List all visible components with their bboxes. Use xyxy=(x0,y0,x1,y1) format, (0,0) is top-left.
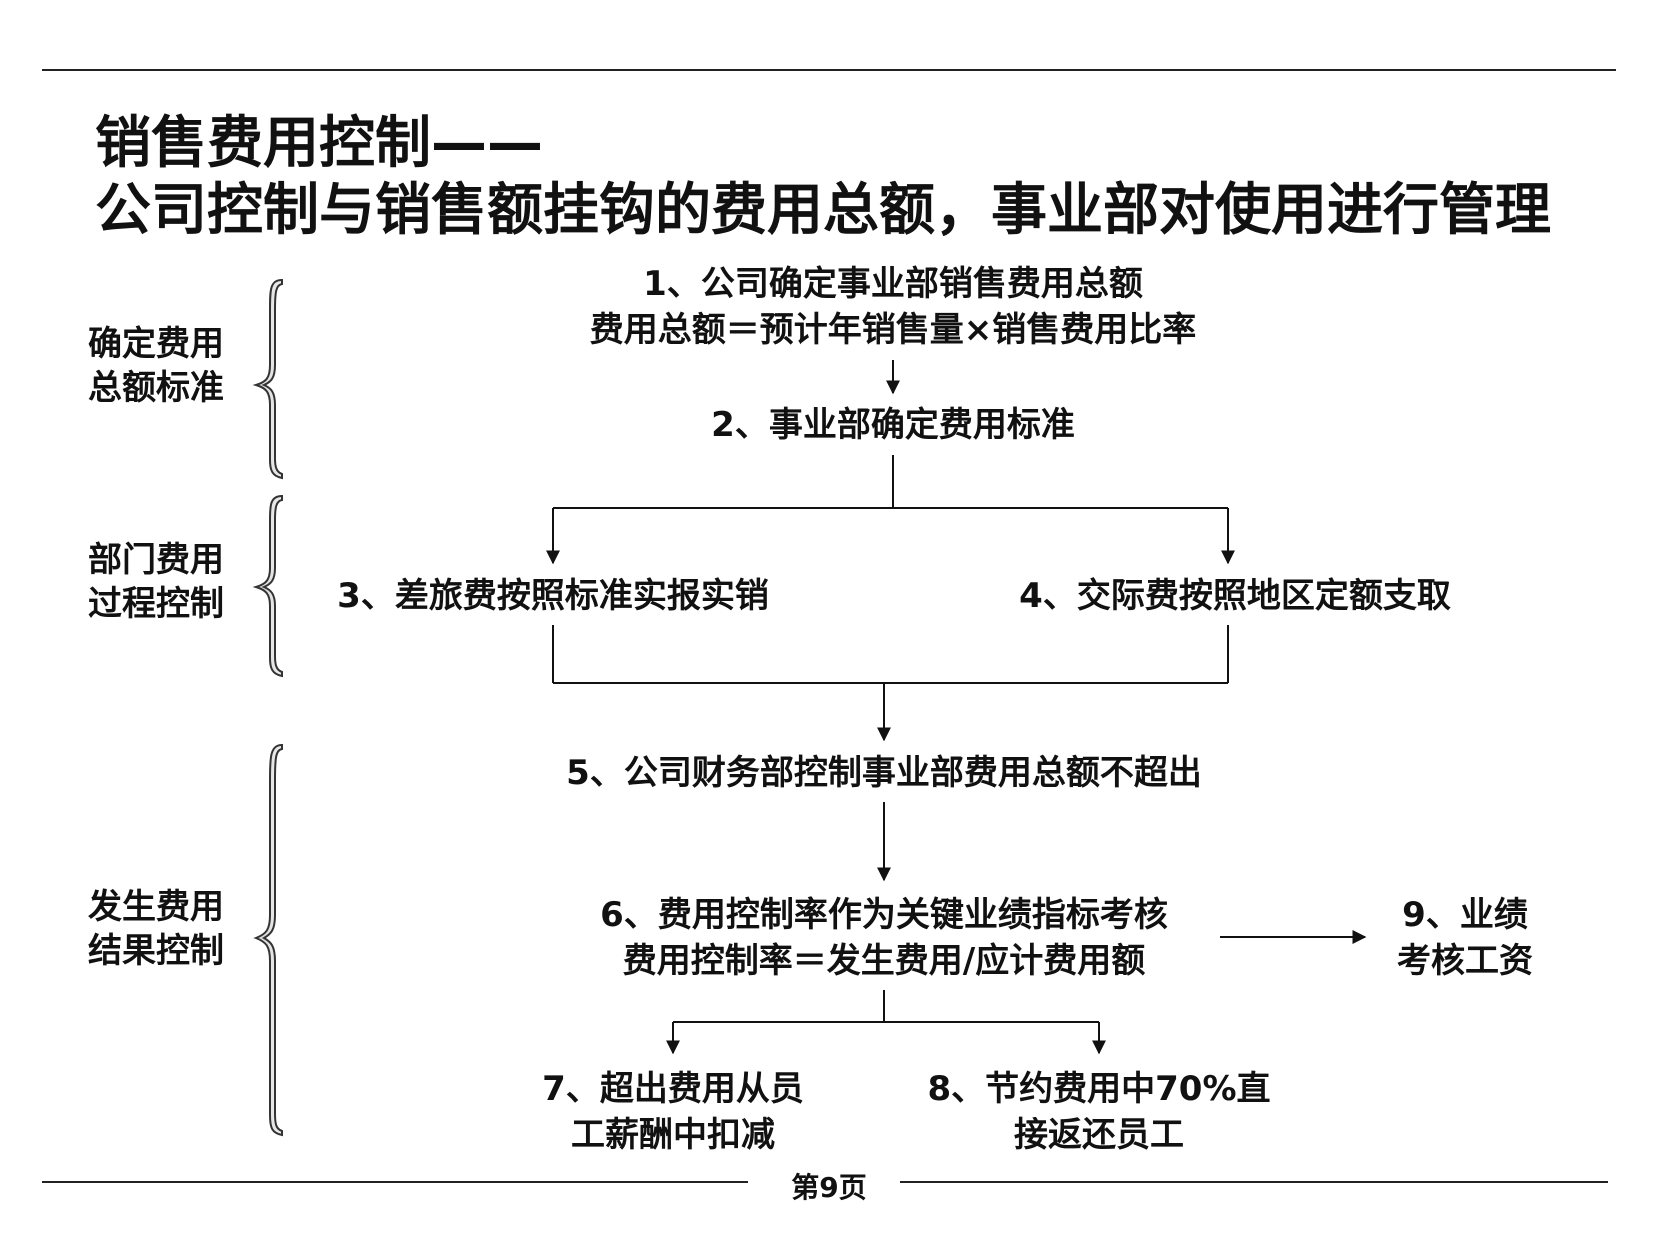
page-title-line2: 公司控制与销售额挂钩的费用总额，事业部对使用进行管理 xyxy=(95,178,1551,243)
step-1-line2: 费用总额＝预计年销售量×销售费用比率 xyxy=(589,310,1197,350)
step-8-line1: 8、节约费用中70%直 xyxy=(927,1069,1271,1109)
page-title-line1: 销售费用控制—— xyxy=(95,111,543,176)
step-8: 8、节约费用中70%直 接返还员工 xyxy=(919,1066,1279,1158)
section-label-process: 部门费用 过程控制 xyxy=(88,538,248,626)
step-6-line1: 6、费用控制率作为关键业绩指标考核 xyxy=(600,895,1168,935)
page-number: 第9页 xyxy=(791,1171,867,1204)
section-label-budget: 确定费用 总额标准 xyxy=(88,322,248,410)
section-label-line: 过程控制 xyxy=(88,584,224,624)
step-9-line1: 9、业绩 xyxy=(1402,895,1528,935)
top-rule xyxy=(42,69,1616,71)
brace-budget xyxy=(252,278,283,480)
brace-process xyxy=(252,494,283,678)
section-label-line: 总额标准 xyxy=(88,368,224,408)
section-label-result: 发生费用 结果控制 xyxy=(88,885,248,973)
step-5-line1: 5、公司财务部控制事业部费用总额不超出 xyxy=(566,753,1202,793)
section-label-line: 结果控制 xyxy=(88,931,224,971)
step-9: 9、业绩 考核工资 xyxy=(1375,892,1555,984)
step-2-line1: 2、事业部确定费用标准 xyxy=(711,405,1075,445)
brace-result xyxy=(253,743,283,1137)
step-8-line2: 接返还员工 xyxy=(1014,1115,1184,1155)
step-4: 4、交际费按照地区定额支取 xyxy=(985,573,1485,619)
step-1: 1、公司确定事业部销售费用总额 费用总额＝预计年销售量×销售费用比率 xyxy=(533,261,1253,353)
step-7-line1: 7、超出费用从员 xyxy=(542,1069,804,1109)
section-label-line: 发生费用 xyxy=(88,887,224,927)
step-7: 7、超出费用从员 工薪酬中扣减 xyxy=(513,1066,833,1158)
step-3: 3、差旅费按照标准实报实销 xyxy=(303,573,803,619)
step-6-line2: 费用控制率＝发生费用/应计费用额 xyxy=(622,941,1146,981)
step-1-line1: 1、公司确定事业部销售费用总额 xyxy=(643,264,1143,304)
step-2: 2、事业部确定费用标准 xyxy=(593,402,1193,448)
step-6: 6、费用控制率作为关键业绩指标考核 费用控制率＝发生费用/应计费用额 xyxy=(544,892,1224,984)
step-9-line2: 考核工资 xyxy=(1397,941,1533,981)
step-4-line1: 4、交际费按照地区定额支取 xyxy=(1019,576,1451,616)
step-3-line1: 3、差旅费按照标准实报实销 xyxy=(337,576,769,616)
section-label-line: 确定费用 xyxy=(88,324,224,364)
step-7-line2: 工薪酬中扣减 xyxy=(571,1115,775,1155)
step-5: 5、公司财务部控制事业部费用总额不超出 xyxy=(524,750,1244,796)
section-label-line: 部门费用 xyxy=(88,540,224,580)
